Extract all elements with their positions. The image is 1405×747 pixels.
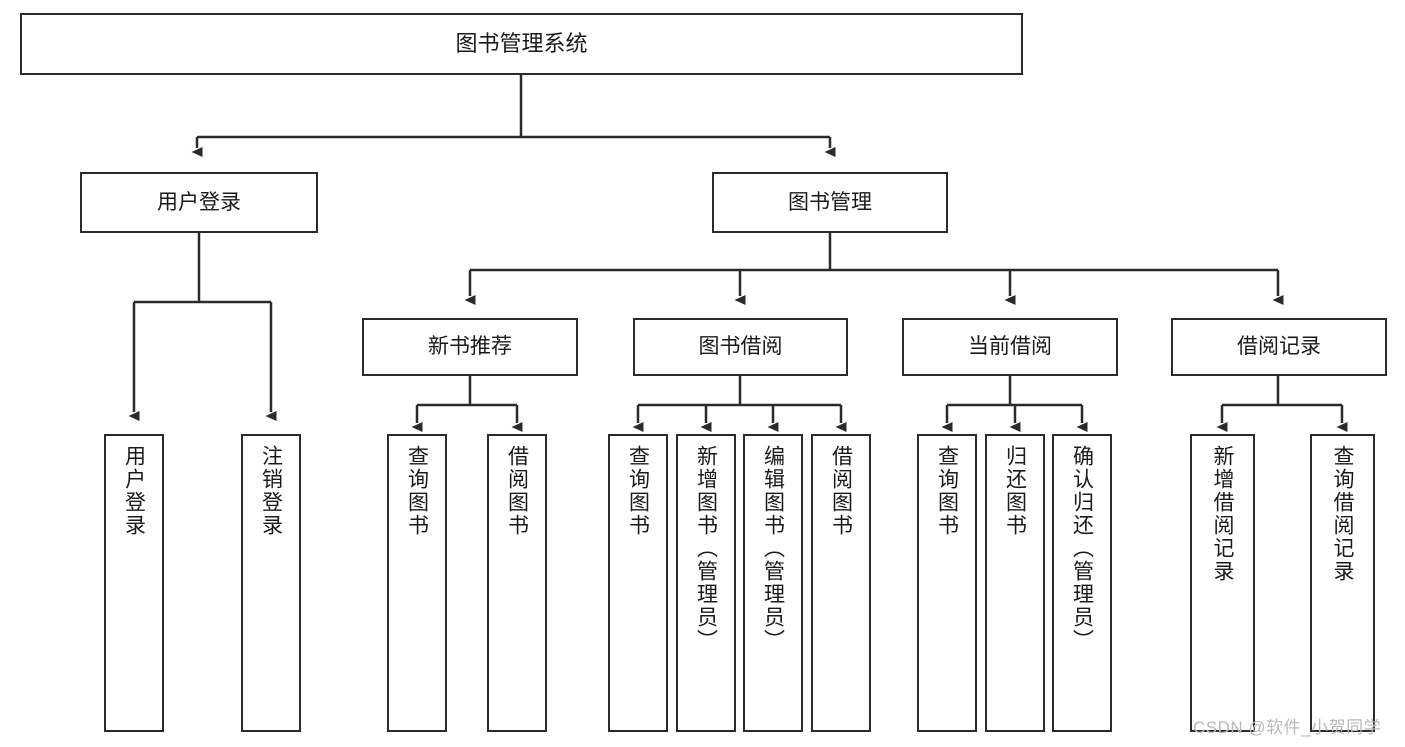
node-leaf-edit-book[interactable]: 编辑图书（管理员） bbox=[743, 434, 803, 732]
node-leaf-confirm-return-label: 确认归还（管理员） bbox=[1070, 445, 1094, 652]
node-new-book-rec[interactable]: 新书推荐 bbox=[362, 318, 578, 376]
node-user-login[interactable]: 用户登录 bbox=[80, 172, 318, 233]
node-leaf-logout-label: 注销登录 bbox=[259, 445, 283, 537]
node-leaf-borrow-book-1-label: 借阅图书 bbox=[505, 445, 529, 537]
node-borrow-record-label: 借阅记录 bbox=[1237, 335, 1321, 359]
node-book-borrow-label: 图书借阅 bbox=[698, 335, 783, 359]
node-leaf-edit-book-label: 编辑图书（管理员） bbox=[761, 445, 785, 652]
node-leaf-query-book-3[interactable]: 查询图书 bbox=[917, 434, 977, 732]
node-leaf-add-book[interactable]: 新增图书（管理员） bbox=[676, 434, 736, 732]
node-leaf-user-login-label: 用户登录 bbox=[122, 445, 146, 537]
node-leaf-logout[interactable]: 注销登录 bbox=[241, 434, 301, 732]
node-root[interactable]: 图书管理系统 bbox=[20, 13, 1023, 75]
node-leaf-add-record-label: 新增借阅记录 bbox=[1211, 445, 1234, 583]
node-root-label: 图书管理系统 bbox=[455, 30, 588, 56]
node-leaf-query-record[interactable]: 查询借阅记录 bbox=[1310, 434, 1375, 732]
node-book-borrow[interactable]: 图书借阅 bbox=[633, 318, 848, 376]
node-borrow-record[interactable]: 借阅记录 bbox=[1171, 318, 1387, 376]
node-leaf-query-book-3-label: 查询图书 bbox=[935, 445, 959, 537]
node-leaf-query-record-label: 查询借阅记录 bbox=[1331, 445, 1354, 583]
node-leaf-query-book-2[interactable]: 查询图书 bbox=[608, 434, 668, 732]
node-leaf-borrow-book-1[interactable]: 借阅图书 bbox=[487, 434, 547, 732]
node-book-mgmt-label: 图书管理 bbox=[788, 190, 872, 214]
node-leaf-query-book-1[interactable]: 查询图书 bbox=[387, 434, 447, 732]
node-user-login-label: 用户登录 bbox=[157, 190, 241, 214]
node-leaf-return-book-label: 归还图书 bbox=[1003, 445, 1027, 537]
node-book-mgmt[interactable]: 图书管理 bbox=[712, 172, 948, 233]
node-leaf-query-book-1-label: 查询图书 bbox=[405, 445, 429, 537]
node-leaf-borrow-book-2[interactable]: 借阅图书 bbox=[811, 434, 871, 732]
node-current-borrow[interactable]: 当前借阅 bbox=[902, 318, 1118, 376]
node-current-borrow-label: 当前借阅 bbox=[968, 335, 1052, 359]
node-leaf-user-login[interactable]: 用户登录 bbox=[104, 434, 164, 732]
node-leaf-query-book-2-label: 查询图书 bbox=[626, 445, 650, 537]
node-leaf-add-record[interactable]: 新增借阅记录 bbox=[1190, 434, 1255, 732]
node-leaf-confirm-return[interactable]: 确认归还（管理员） bbox=[1052, 434, 1112, 732]
node-new-book-rec-label: 新书推荐 bbox=[428, 335, 512, 359]
node-leaf-return-book[interactable]: 归还图书 bbox=[985, 434, 1045, 732]
node-leaf-borrow-book-2-label: 借阅图书 bbox=[829, 445, 853, 537]
node-leaf-add-book-label: 新增图书（管理员） bbox=[694, 445, 718, 652]
